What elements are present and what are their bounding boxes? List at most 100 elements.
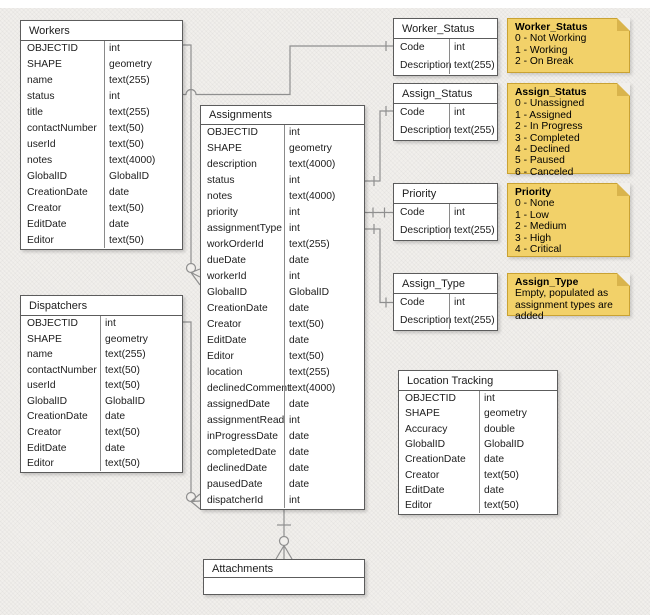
connector-line[interactable] [183, 45, 393, 96]
field-name: declinedDate [207, 462, 268, 474]
note-line: 1 - Assigned [515, 109, 572, 121]
field-name: inProgressDate [207, 430, 278, 442]
connector-assignments-to-attachments[interactable] [275, 510, 293, 560]
field-name: workerId [207, 271, 247, 283]
field-name: OBJECTID [207, 127, 258, 139]
crow-foot-prong [190, 271, 201, 278]
field-type: geometry [484, 408, 527, 420]
note-title: Priority [515, 187, 552, 198]
column-divider [449, 204, 450, 240]
field-name: CreationDate [27, 411, 88, 423]
field-type: date [105, 411, 126, 423]
field-name: priority [207, 207, 238, 219]
field-type: text(255) [109, 107, 150, 119]
field-type: int [289, 271, 300, 283]
connector-assignments-priority-to-priority-code[interactable] [365, 207, 393, 218]
field-name: EditDate [27, 442, 67, 454]
field-type: text(4000) [289, 382, 336, 394]
field-type: text(4000) [109, 155, 156, 167]
field-type: geometry [289, 143, 332, 155]
field-type: date [484, 454, 505, 466]
connector-assignments-status-to-assign-status-code[interactable] [365, 106, 393, 186]
column-divider [449, 294, 450, 330]
field-name: Creator [27, 203, 62, 214]
crow-foot-prong [190, 500, 201, 503]
field-name: Description [400, 224, 452, 236]
column-divider [104, 41, 105, 249]
field-type: text(50) [109, 123, 144, 135]
field-name: title [27, 107, 44, 119]
note-line: assignment types are added [515, 299, 613, 323]
field-type: int [454, 107, 465, 119]
column-divider [449, 39, 450, 75]
field-type: text(4000) [289, 191, 336, 203]
field-name: GlobalID [405, 438, 446, 450]
field-type: date [289, 430, 310, 442]
connector-assignments-assignmenttype-to-assign-type-code[interactable] [365, 224, 393, 308]
field-type: text(50) [105, 458, 140, 470]
connector-line[interactable] [365, 110, 393, 182]
connector-workers-objectid-to-assignments-workerid[interactable] [183, 44, 201, 286]
field-type: int [454, 42, 465, 54]
field-type: text(50) [109, 203, 144, 214]
table-row: Creator text(50) [21, 201, 182, 217]
table-row: CreationDate date [21, 409, 182, 425]
table-title: Workers [29, 24, 70, 37]
note-line: 3 - Completed [515, 132, 580, 144]
entity-table-attachments[interactable]: Attachments [203, 559, 365, 595]
field-name: EditDate [27, 218, 67, 230]
field-name: GlobalID [27, 395, 68, 407]
field-type: int [289, 127, 300, 139]
field-type: geometry [105, 333, 148, 345]
field-name: notes [27, 155, 53, 167]
field-type: text(50) [109, 139, 144, 151]
field-type: text(255) [454, 224, 495, 236]
crow-foot-prong [190, 268, 201, 274]
connector-line[interactable] [365, 228, 393, 304]
connector-line[interactable] [183, 321, 192, 493]
connector-line[interactable] [183, 44, 192, 264]
connector-dispatchers-objectid-to-assignments-dispatcherid[interactable] [183, 321, 201, 510]
field-name: status [207, 175, 235, 187]
field-type: date [289, 335, 310, 347]
field-type: text(255) [289, 239, 330, 251]
connector-workers-status-to-worker-status-code[interactable] [183, 41, 393, 96]
field-name: OBJECTID [405, 393, 456, 405]
